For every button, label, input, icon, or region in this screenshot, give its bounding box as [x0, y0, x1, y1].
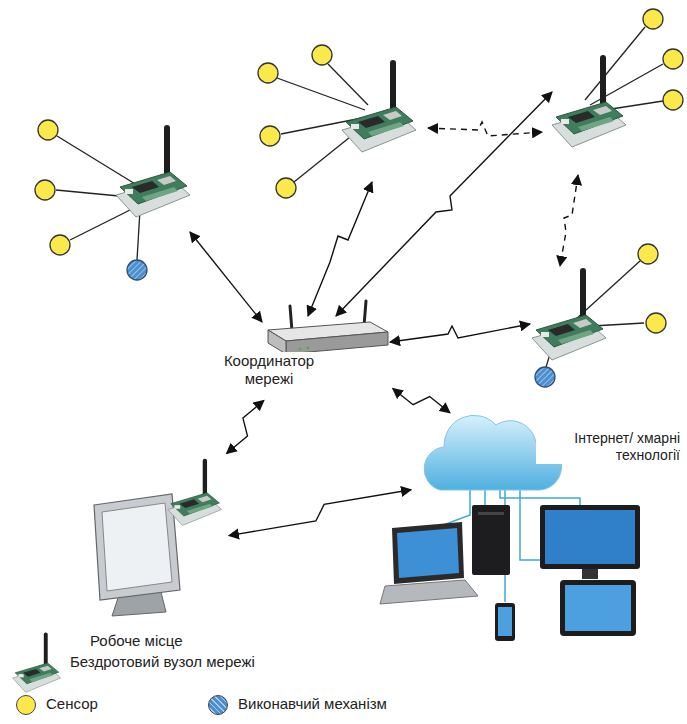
legend-label: Виконавчий механізм — [236, 695, 389, 712]
node-label: Координатор мережі — [212, 352, 326, 388]
legend-label: Сенсор — [44, 695, 100, 712]
wireless-link — [393, 388, 450, 412]
legend-swatch — [208, 695, 228, 715]
device-node: Інтернет/ хмарні технології — [414, 414, 684, 496]
wireless-link — [229, 490, 411, 536]
node-label: Інтернет/ хмарні технології — [536, 430, 682, 464]
node-label: Робоче місце — [88, 632, 185, 650]
device-node: Координатор мережі — [210, 300, 390, 398]
device-node: Робоче місце — [86, 456, 226, 652]
legend-label: Бездротовий вузол мережі — [68, 653, 257, 670]
legend-swatch — [16, 695, 36, 715]
wireless-link — [227, 400, 264, 453]
